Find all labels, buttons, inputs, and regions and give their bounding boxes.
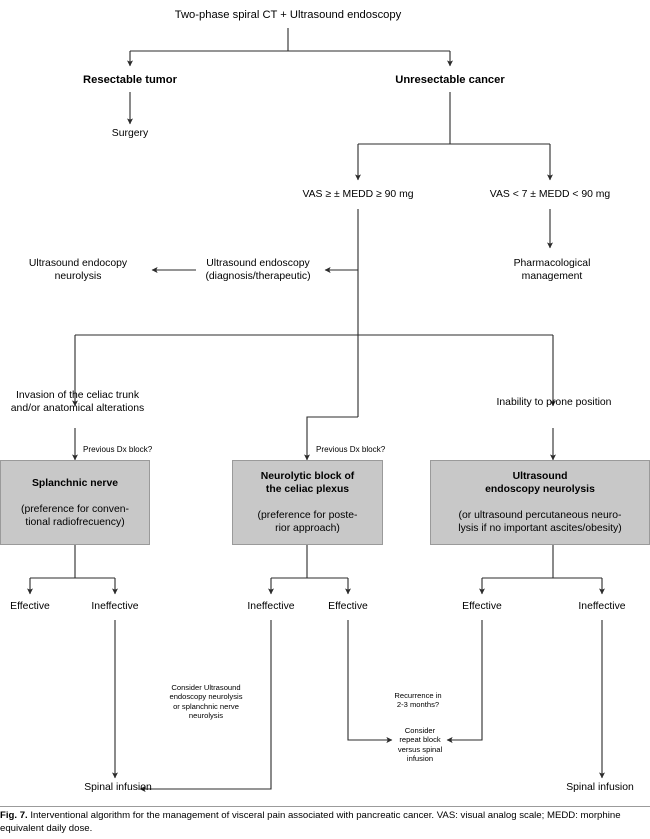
figure-caption-text: Interventional algorithm for the managem… (0, 810, 621, 834)
node-inability-prone-position: Inability to prone position (496, 397, 612, 408)
ultrasound-endoscopy-neurolysis-detail: (or ultrasound percutaneous neuro- lysis… (458, 510, 622, 534)
outcome-box2-ineffective: Ineffective (247, 601, 295, 612)
node-root: Two-phase spiral CT + Ultrasound endosco… (174, 9, 402, 21)
outcome-box3-effective: Effective (462, 601, 502, 612)
node-spinal-infusion-left: Spinal infusion (84, 782, 152, 793)
node-pharmacological-management: Pharmacological management (513, 258, 591, 282)
node-unresectable-cancer: Unresectable cancer (395, 74, 505, 86)
splanchnic-nerve-heading: Splanchnic nerve (31, 477, 119, 489)
label-previous-dx-block-left: Previous Dx block? (83, 445, 153, 454)
outcome-box1-effective: Effective (10, 601, 50, 612)
node-vas-high: VAS ≥ ± MEDD ≥ 90 mg (302, 189, 414, 200)
outcome-box3-ineffective: Ineffective (578, 601, 626, 612)
annotation-consider-repeat-block: Consider repeat block versus spinal infu… (397, 726, 443, 763)
outcome-box2-effective: Effective (328, 601, 368, 612)
figure-label: Fig. 7. (0, 810, 28, 821)
node-resectable-tumor: Resectable tumor (83, 74, 177, 86)
node-surgery: Surgery (111, 128, 149, 139)
node-vas-low: VAS < 7 ± MEDD < 90 mg (489, 189, 611, 200)
neurolytic-block-detail: (preference for poste- rior approach) (257, 510, 358, 534)
node-ultrasound-endocopy-neurolysis: Ultrasound endocopy neurolysis (28, 258, 128, 282)
caption-divider (0, 806, 650, 807)
splanchnic-nerve-box[interactable]: Splanchnic nerve (preference for conven-… (0, 460, 150, 545)
ultrasound-endoscopy-neurolysis-heading: Ultrasound endoscopy neurolysis (485, 471, 595, 495)
node-invasion-celiac-trunk: Invasion of the celiac trunk and/or anat… (10, 390, 145, 414)
neurolytic-block-heading: Neurolytic block of the celiac plexus (260, 471, 355, 495)
annotation-recurrence: Recurrence in 2-3 months? (394, 691, 442, 710)
annotation-consider-ultrasound: Consider Ultrasound endoscopy neurolysis… (169, 683, 243, 720)
label-previous-dx-block-middle: Previous Dx block? (316, 445, 386, 454)
ultrasound-endoscopy-neurolysis-box[interactable]: Ultrasound endoscopy neurolysis (or ultr… (430, 460, 650, 545)
splanchnic-nerve-detail: (preference for conven- tional radiofrec… (20, 503, 129, 528)
node-ultrasound-endoscopy: Ultrasound endoscopy (diagnosis/therapeu… (205, 258, 311, 282)
neurolytic-block-box[interactable]: Neurolytic block of the celiac plexus (p… (232, 460, 383, 545)
figure-caption: Fig. 7. Interventional algorithm for the… (0, 810, 650, 836)
outcome-box1-ineffective: Ineffective (91, 601, 139, 612)
node-spinal-infusion-right: Spinal infusion (566, 782, 634, 793)
